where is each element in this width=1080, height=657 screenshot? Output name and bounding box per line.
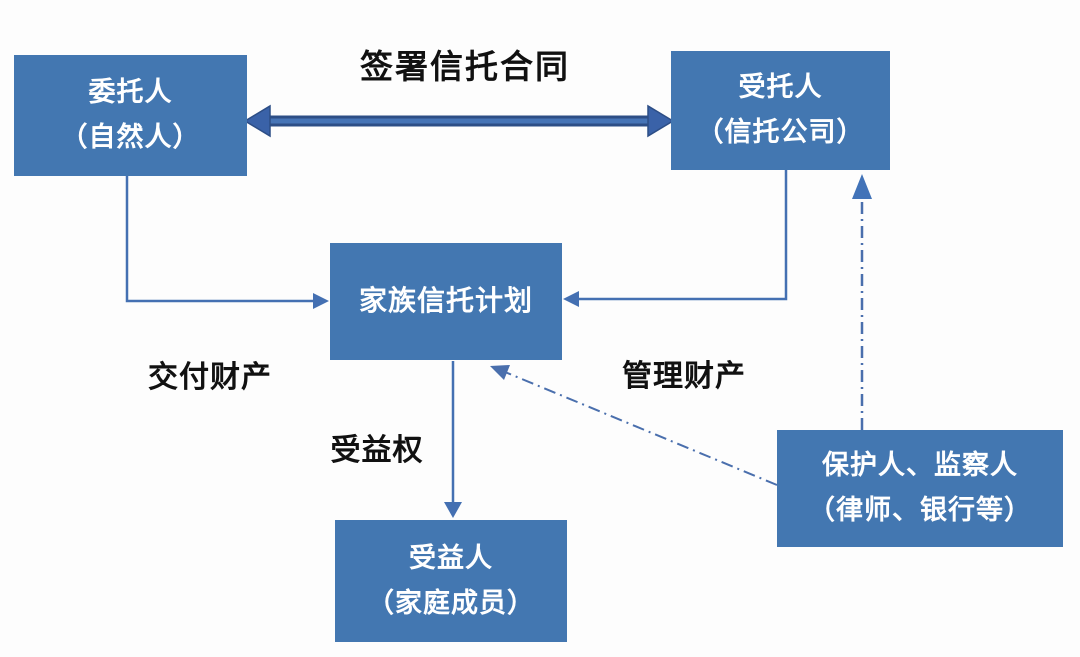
arrow-manage-assets [563,170,788,307]
edge-label-benefit-right: 受益权 [330,434,424,467]
arrow-deliver-assets [125,176,329,309]
node-trustee-subtitle: （信托公司） [696,117,865,147]
node-protector-title: 保护人、监察人 [822,450,1018,481]
edge-label-manage-assets: 管理财产 [622,360,746,393]
node-beneficiary: 受益人 （家庭成员） [335,520,567,642]
node-trustee: 受托人 （信托公司） [671,51,890,170]
node-settlor-title: 委托人 [88,77,173,108]
dashed-arrow-protector-to-trustee [852,174,872,430]
node-beneficiary-subtitle: （家庭成员） [367,587,535,618]
edge-label-sign-contract: 签署信托合同 [360,48,570,85]
node-trustee-title: 受托人 [738,72,823,103]
node-trust-plan-title: 家族信托计划 [358,285,533,317]
edge-label-deliver-assets: 交付财产 [148,361,272,394]
node-protector: 保护人、监察人 （律师、银行等） [777,430,1063,547]
node-protector-subtitle: （律师、银行等） [808,495,1032,525]
double-arrow-sign-contract [243,104,675,138]
node-trust-plan: 家族信托计划 [330,243,562,360]
node-settlor-subtitle: （自然人） [60,122,201,152]
node-settlor: 委托人 （自然人） [14,55,247,176]
node-beneficiary-title: 受益人 [409,542,493,573]
